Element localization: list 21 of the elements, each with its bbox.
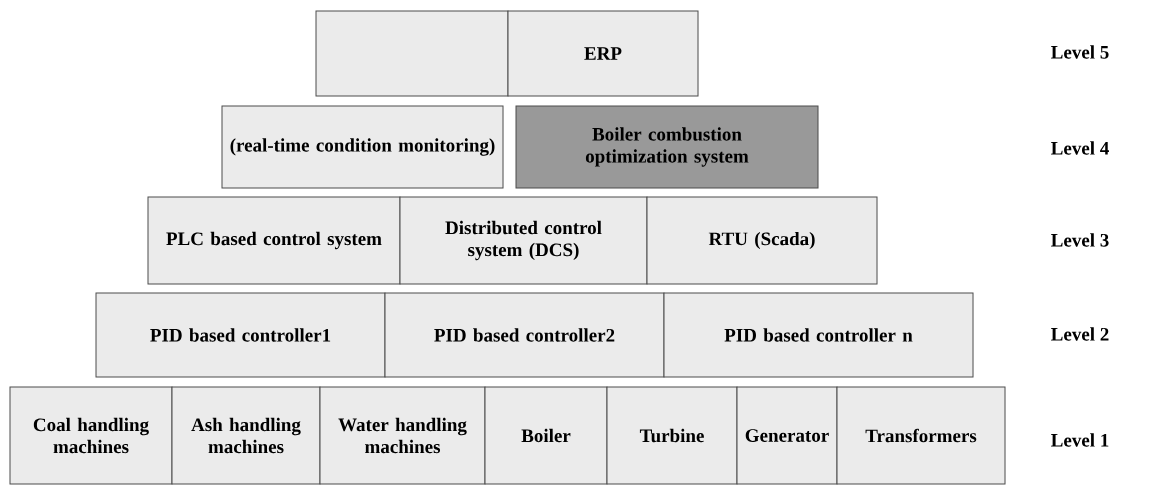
- system-box: Distributed control system (DCS): [399, 196, 648, 285]
- system-box: Transformers: [836, 386, 1006, 485]
- system-box: Generator: [736, 386, 838, 485]
- system-box: Boiler: [484, 386, 608, 485]
- system-box: (real-time condition monitoring): [221, 105, 504, 189]
- system-box: PID based controller2: [384, 292, 665, 378]
- system-box: Turbine: [606, 386, 738, 485]
- level-label: Level 5: [1051, 45, 1109, 59]
- system-box: Boiler combustion optimization system: [515, 105, 819, 189]
- system-box: PID based controller1: [95, 292, 386, 378]
- system-box: RTU (Scada): [646, 196, 878, 285]
- level-label: Level 1: [1051, 433, 1109, 447]
- system-box: PID based controller n: [663, 292, 974, 378]
- system-box: Ash handling machines: [171, 386, 321, 485]
- level-label: Level 4: [1051, 141, 1109, 155]
- level-label: Level 3: [1051, 233, 1109, 247]
- system-box: Water handling machines: [319, 386, 486, 485]
- level-label: Level 2: [1051, 327, 1109, 341]
- system-box: PLC based control system: [147, 196, 401, 285]
- system-box: Coal handling machines: [9, 386, 173, 485]
- system-box: ERP: [507, 10, 699, 97]
